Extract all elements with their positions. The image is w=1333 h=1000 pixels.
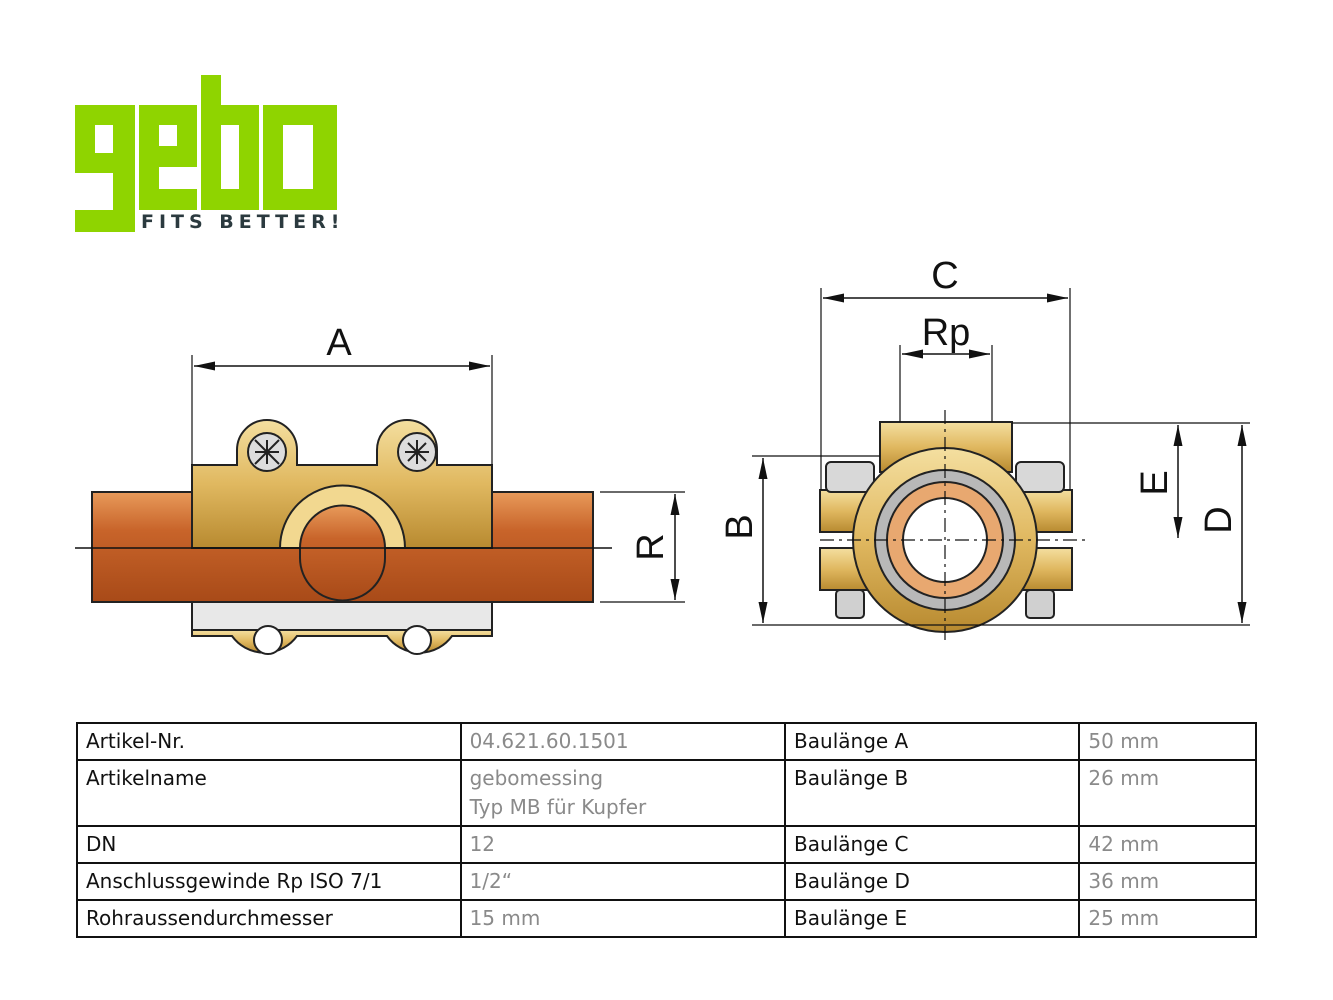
- spec-value: 15 mm: [459, 899, 787, 938]
- spec-value: 50 mm: [1078, 722, 1257, 761]
- table-row: Anschlussgewinde Rp ISO 7/1 1/2“ Bauläng…: [76, 862, 1257, 901]
- table-row: Rohraussendurchmesser 15 mm Baulänge E 2…: [76, 899, 1257, 938]
- spec-value: 12: [459, 825, 787, 864]
- spec-label: Artikelname: [76, 759, 462, 827]
- spec-label: Baulänge A: [784, 722, 1081, 761]
- dim-label-e: E: [1134, 470, 1176, 495]
- spec-value: 36 mm: [1078, 862, 1257, 901]
- dim-label-d: D: [1198, 506, 1240, 533]
- spec-label: Baulänge D: [784, 862, 1081, 901]
- gebo-logo: [75, 75, 337, 232]
- dim-label-a: A: [326, 322, 352, 364]
- spec-value-line: gebomessing: [469, 766, 604, 790]
- dim-label-c: C: [931, 255, 958, 297]
- spec-value: 04.621.60.1501: [459, 722, 787, 761]
- dim-label-r: R: [630, 533, 672, 560]
- spec-value-line: Typ MB für Kupfer: [469, 795, 647, 819]
- spec-label: Baulänge C: [784, 825, 1081, 864]
- spec-label: Baulänge E: [784, 899, 1081, 938]
- dim-label-b: B: [719, 514, 761, 539]
- front-view: C Rp B E D: [719, 255, 1250, 640]
- side-view: A R: [75, 322, 685, 655]
- spec-value: 25 mm: [1078, 899, 1257, 938]
- bolt-head: [825, 461, 875, 493]
- spec-label: Artikel-Nr.: [76, 722, 462, 761]
- technical-drawing: A R C: [75, 255, 1250, 655]
- spec-value: 1/2“: [459, 862, 787, 901]
- table-row: Artikel-Nr. 04.621.60.1501 Baulänge A 50…: [76, 722, 1257, 761]
- table-row: DN 12 Baulänge C 42 mm: [76, 825, 1257, 864]
- specs-table: Artikel-Nr. 04.621.60.1501 Baulänge A 50…: [76, 722, 1257, 938]
- spec-label: Rohraussendurchmesser: [76, 899, 462, 938]
- dim-label-rp: Rp: [922, 312, 971, 354]
- lower-clamp: [191, 629, 493, 654]
- spec-label: DN: [76, 825, 462, 864]
- spec-label: Anschlussgewinde Rp ISO 7/1: [76, 862, 462, 901]
- brand-tagline: FITS BETTER!: [141, 211, 345, 233]
- spec-label: Baulänge B: [784, 759, 1081, 827]
- spec-value: 26 mm: [1078, 759, 1257, 827]
- bolt-head: [1015, 461, 1065, 493]
- spec-value: 42 mm: [1078, 825, 1257, 864]
